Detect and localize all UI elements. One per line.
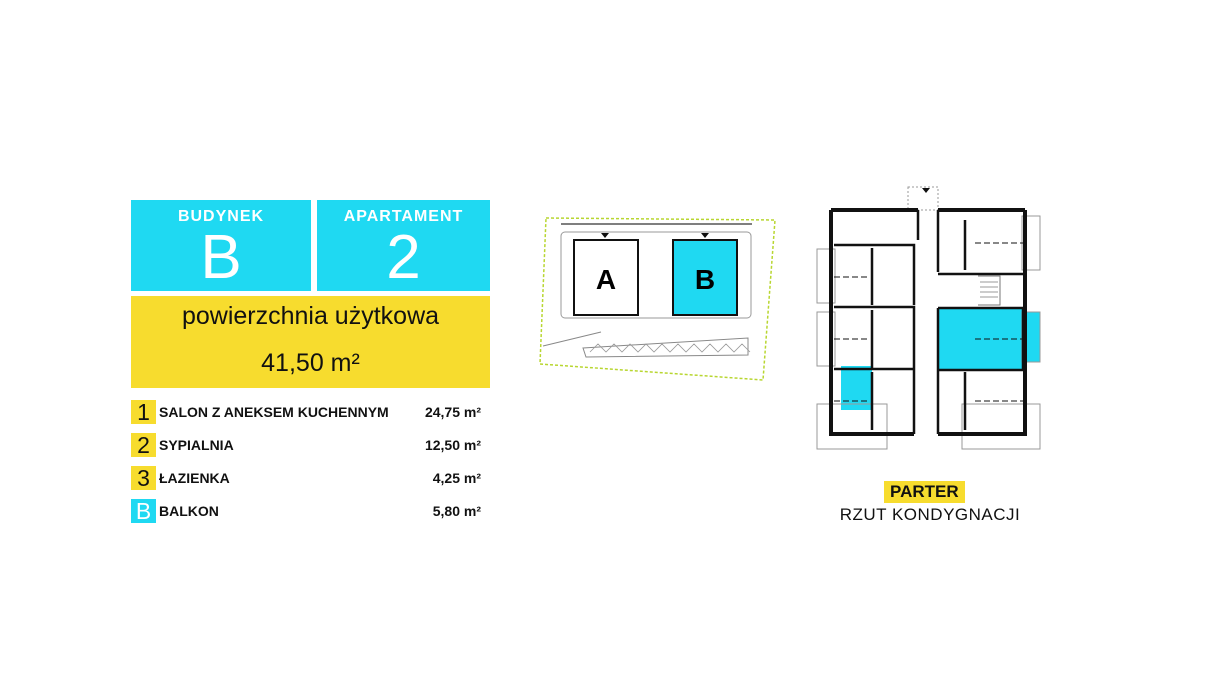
apartment-label: APARTAMENT [343, 208, 464, 225]
building-b[interactable] [672, 239, 738, 316]
usable-area-box: powierzchnia użytkowa 41,50 m² [131, 296, 490, 388]
room-area: 4,25 m² [432, 470, 481, 486]
floor-plan [816, 186, 1041, 450]
room-badge: 1 [131, 400, 156, 424]
room-row: 2 SYPIALNIA 12,50 m² [131, 433, 481, 457]
apartment-value: 2 [386, 223, 421, 292]
room-area: 12,50 m² [424, 437, 481, 453]
room-area: 24,75 m² [424, 404, 481, 420]
building-a-label: A [596, 264, 616, 295]
building-a[interactable] [573, 239, 639, 316]
apartment-box: APARTAMENT 2 [317, 200, 490, 291]
room-row: B BALKON 5,80 m² [131, 499, 481, 523]
room-row: 3 ŁAZIENKA 4,25 m² [131, 466, 481, 490]
room-name: BALKON [159, 503, 219, 519]
usable-area-label: powierzchnia użytkowa [181, 302, 440, 330]
floor-subtitle: RZUT KONDYGNACJI [839, 505, 1021, 524]
room-badge: 2 [131, 433, 156, 457]
usable-area-value: 41,50 m² [261, 349, 360, 377]
room-area: 5,80 m² [432, 503, 481, 519]
room-name: SYPIALNIA [159, 437, 234, 453]
room-badge: B [131, 499, 156, 523]
room-row: 1 SALON Z ANEKSEM KUCHENNYM 24,75 m² [131, 400, 481, 424]
room-name: SALON Z ANEKSEM KUCHENNYM [159, 404, 389, 420]
site-plan: A B [539, 217, 776, 381]
building-b-label: B [695, 264, 715, 295]
building-value: B [200, 223, 242, 292]
building-box: BUDYNEK B [131, 200, 311, 291]
floor-name: PARTER [884, 481, 965, 503]
building-label: BUDYNEK [177, 208, 265, 225]
room-badge: 3 [131, 466, 156, 490]
room-name: ŁAZIENKA [159, 470, 230, 486]
